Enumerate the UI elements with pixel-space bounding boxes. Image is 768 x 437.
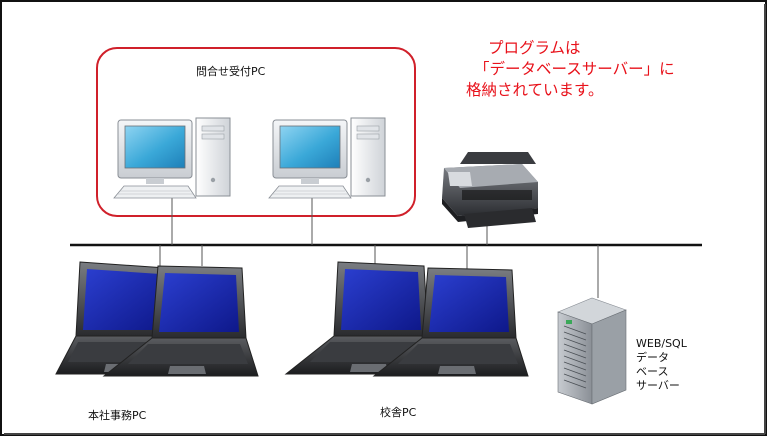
printer-icon	[442, 152, 538, 228]
laptop-icon	[102, 265, 259, 377]
desktop-pc-icon	[268, 117, 386, 199]
school-group-label: 校舎PC	[380, 406, 417, 419]
server-label-line: WEB/SQL	[636, 337, 687, 350]
storage-note-line: 格納されています。	[466, 81, 604, 99]
desktop-pc-icon	[113, 117, 231, 199]
server-icon	[557, 297, 627, 405]
server-label: WEB/SQL データ ベース サーバー	[636, 337, 716, 393]
main-office-group-label: 本社事務PC	[88, 409, 147, 422]
storage-note: プログラムは 「データベースサーバー」に 格納されています。	[466, 38, 675, 101]
server-label-line: サーバー	[636, 379, 680, 392]
storage-note-line: 「データベースサーバー」に	[474, 60, 675, 78]
server-label-line: データ	[636, 351, 669, 364]
reception-group-box	[96, 47, 416, 217]
laptop-icon	[284, 261, 441, 375]
server-label-line: ベース	[636, 365, 669, 378]
laptop-icon	[372, 267, 529, 377]
reception-group-label: 問合せ受付PC	[196, 65, 266, 78]
storage-note-line: プログラムは	[488, 39, 581, 57]
